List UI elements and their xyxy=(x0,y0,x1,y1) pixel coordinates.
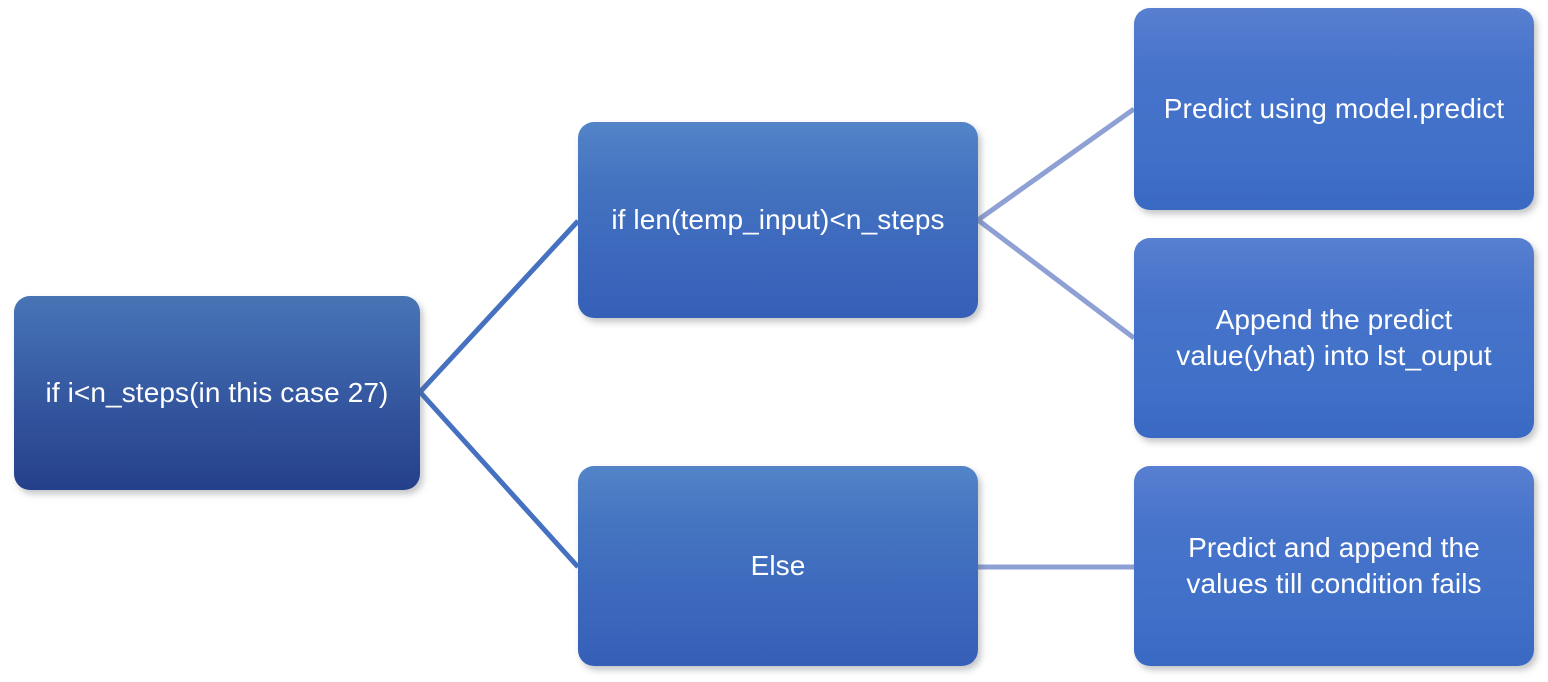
connector-cond-to-predict xyxy=(976,106,1136,223)
node-append-predict-value[interactable]: Append the predict value(yhat) into lst_… xyxy=(1134,238,1534,438)
node-len-temp-input-condition[interactable]: if len(temp_input)<n_steps xyxy=(578,122,978,318)
node-else-condition[interactable]: Else xyxy=(578,466,978,666)
node-predict-and-append-values[interactable]: Predict and append the values till condi… xyxy=(1134,466,1534,666)
node-append-label: Append the predict value(yhat) into lst_… xyxy=(1176,304,1492,371)
node-else-label: Else xyxy=(750,550,806,582)
connector-root-to-else xyxy=(418,390,580,569)
node-root-condition[interactable]: if i<n_steps(in this case 27) xyxy=(14,296,420,490)
node-len-temp-input-label: if len(temp_input)<n_steps xyxy=(611,204,945,236)
connector-root-to-cond xyxy=(418,219,580,394)
node-predict-label: Predict using model.predict xyxy=(1163,93,1505,125)
connector-cond-to-append xyxy=(976,218,1136,340)
node-predict-using-model-predict[interactable]: Predict using model.predict xyxy=(1134,8,1534,210)
node-root-label: if i<n_steps(in this case 27) xyxy=(45,377,389,409)
node-predict-and-append-label: Predict and append the values till condi… xyxy=(1186,532,1482,599)
